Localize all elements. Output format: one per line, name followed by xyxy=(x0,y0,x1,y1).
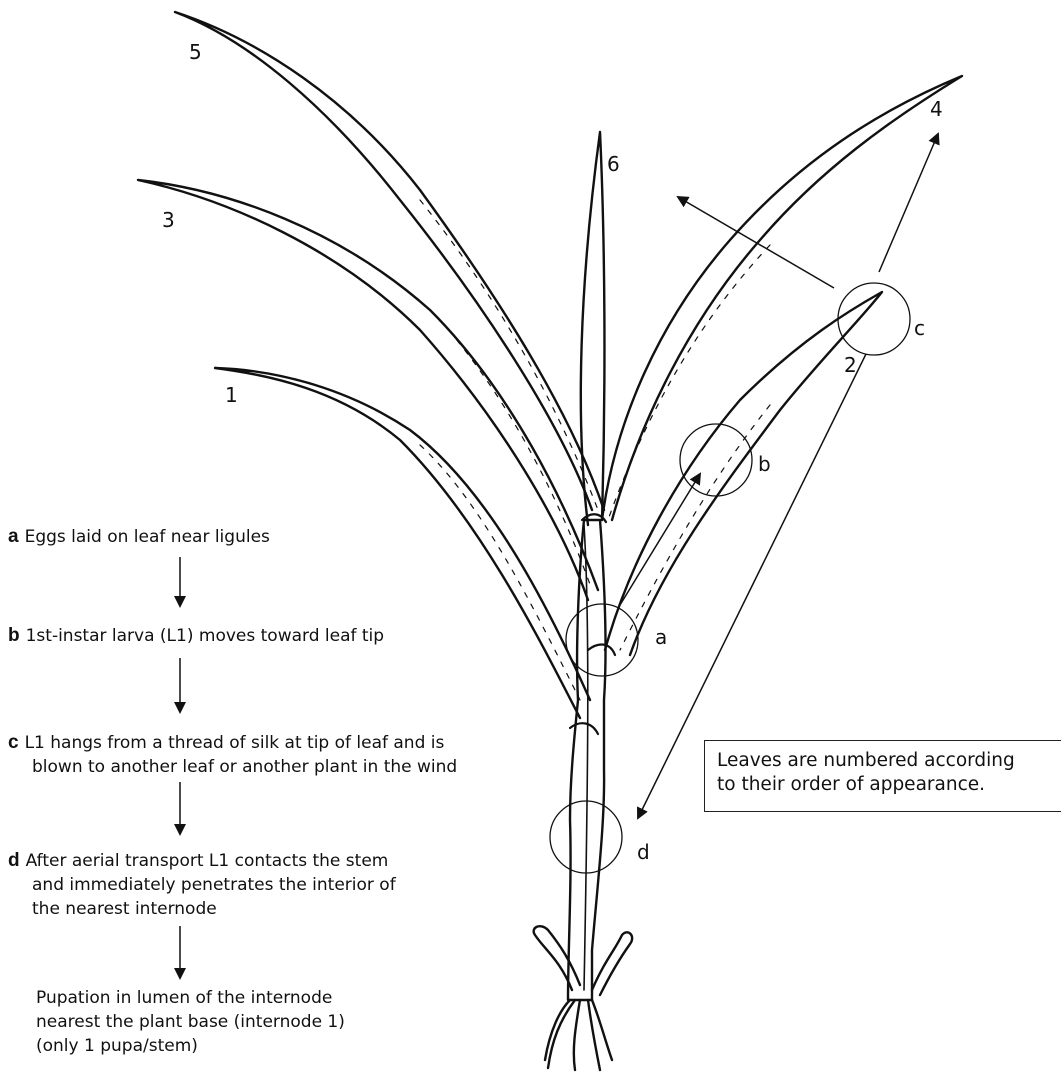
note-line-2: to their order of appearance. xyxy=(717,773,1051,797)
step-text-line2: blown to another leaf or another plant i… xyxy=(8,755,457,779)
step-text: Eggs laid on leaf near ligules xyxy=(25,527,270,547)
step-d: d After aerial transport L1 contacts the … xyxy=(8,849,396,921)
step-text-line2: and immediately penetrates the interior … xyxy=(8,873,396,897)
step-text-line3: the nearest internode xyxy=(8,897,396,921)
circle-b xyxy=(680,424,752,496)
step-letter: a xyxy=(8,526,19,547)
leaf-number-2: 2 xyxy=(844,353,857,377)
circle-label-b: b xyxy=(758,452,771,476)
step-b: b 1st-instar larva (L1) moves toward leaf… xyxy=(8,624,384,648)
leaf-number-1: 1 xyxy=(225,383,238,407)
step-text: 1st-instar larva (L1) moves toward leaf … xyxy=(26,626,384,646)
step-a: a Eggs laid on leaf near ligules xyxy=(8,525,270,549)
step-letter: d xyxy=(8,850,20,871)
arrow-c-to-4 xyxy=(879,134,938,272)
circle-label-c: c xyxy=(914,316,925,340)
leaf-2 xyxy=(605,292,882,655)
step-text: Pupation in lumen of the internode xyxy=(36,986,345,1010)
tiller-right xyxy=(592,932,632,995)
circle-label-d: d xyxy=(637,840,650,864)
leaf-5 xyxy=(175,12,604,510)
note-line-1: Leaves are numbered according xyxy=(717,749,1051,773)
step-letter: b xyxy=(8,625,20,646)
circle-c xyxy=(838,283,910,355)
circle-label-a: a xyxy=(655,625,667,649)
step-letter: c xyxy=(8,732,19,753)
leaf-number-3: 3 xyxy=(162,208,175,232)
leaf-4 xyxy=(602,76,962,520)
step-text-line3: (only 1 pupa/stem) xyxy=(36,1034,345,1058)
leaf-1 xyxy=(215,368,590,718)
step-text-line2: nearest the plant base (internode 1) xyxy=(36,1010,345,1034)
step-text: L1 hangs from a thread of silk at tip of… xyxy=(25,733,445,753)
step-c: c L1 hangs from a thread of silk at tip o… xyxy=(8,731,457,779)
step-pupation: Pupation in lumen of the internode neare… xyxy=(36,986,345,1058)
note-box: Leaves are numbered according to their o… xyxy=(704,740,1061,812)
leaf-number-6: 6 xyxy=(607,152,620,176)
leaf-number-4: 4 xyxy=(930,97,943,121)
leaf-6 xyxy=(581,132,605,525)
leaf-number-5: 5 xyxy=(189,40,202,64)
tiller-left xyxy=(534,926,580,990)
roots xyxy=(545,1000,612,1070)
step-text: After aerial transport L1 contacts the s… xyxy=(26,851,389,871)
